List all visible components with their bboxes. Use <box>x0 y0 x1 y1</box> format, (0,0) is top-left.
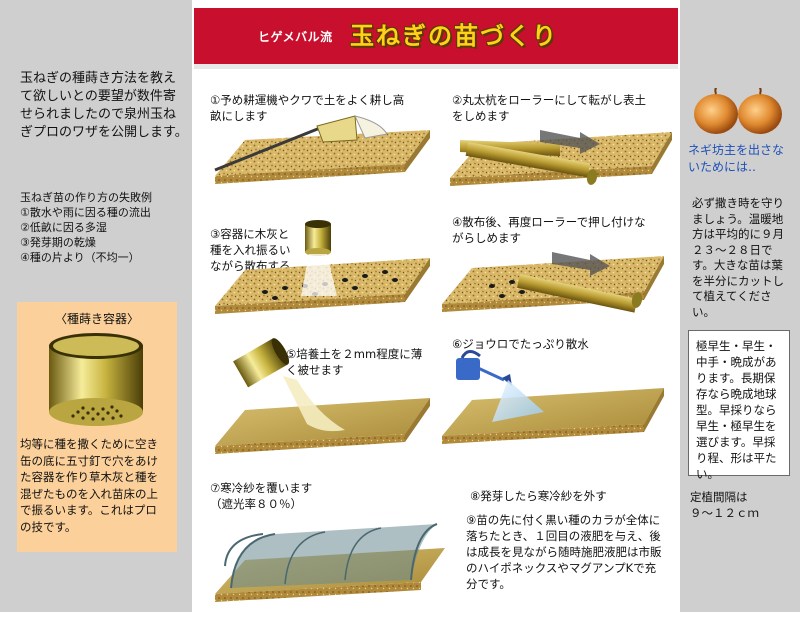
page-title: 玉ねぎの苗づくり <box>350 22 558 50</box>
onion-bolting-heading: ネギ坊主を出さないためには‥ <box>688 143 785 174</box>
failure-list: 玉ねぎ苗の作り方の失敗例 ①散水や雨に因る種の流出 ②低畝に因る多湿 ③発芽期の… <box>20 190 190 265</box>
step-1-text: ①予め耕運機やクワで土をよく耕し高畝にします <box>210 93 405 123</box>
step-3-text: ③容器に木灰と種を入れ振るいながら散布する <box>210 227 291 273</box>
step-8-text: ⑧発芽したら寒冷紗を外す <box>470 489 607 503</box>
spacing-label: 定植間隔は <box>690 490 748 504</box>
intro-text: 玉ねぎの種蒔き方法を教えて欲しいとの要望が数件寄せられましたので泉州玉ねぎプロの… <box>20 71 188 140</box>
failure-item: ③発芽期の乾燥 <box>20 236 96 249</box>
perforated-can-illustration <box>49 333 143 426</box>
variety-info-box <box>688 330 790 476</box>
step-7-text: ⑦寒冷紗を覆います （遮光率８０％） <box>210 480 350 512</box>
step-1-illustration <box>214 115 430 184</box>
step-6-illustration <box>442 350 664 444</box>
step-7-line2: （遮光率８０％） <box>210 497 302 511</box>
sowing-time-note: 必ず撒き時を守りましょう。温暖地方は平均的に９月２３～２８日です。大きな苗は葉を… <box>692 196 784 319</box>
header-underline <box>194 64 678 69</box>
step-6-text: ⑥ジョウロでたっぷり散水 <box>452 337 589 351</box>
step-5-illustration <box>215 338 430 454</box>
step-2-text: ②丸太杭をローラーにして転がし表土をしめます <box>452 93 646 123</box>
variety-info-text: 極早生・早生・中手・晩成があります。長期保存なら晩成地球型。早採りなら早生・極早… <box>696 339 777 481</box>
header-subtitle: ヒゲメバル流 <box>258 30 333 44</box>
bottom-strip <box>0 612 800 635</box>
step-4-text: ④散布後、再度ローラーで押し付けながらしめます <box>452 215 646 245</box>
onion-illustration <box>694 88 782 134</box>
container-description: 均等に種を撒くために空き缶の底に五寸釘で穴をあけた容器を作り草木灰と種を混ぜたも… <box>20 437 158 534</box>
step-7-illustration <box>215 523 445 602</box>
spacing-value: ９～１２ｃｍ <box>690 505 759 520</box>
step-3-illustration <box>215 220 430 314</box>
header-banner <box>194 8 678 64</box>
step-9-text: ⑨苗の先に付く黒い種のカラが全体に落ちたとき、１回目の液肥を与え、後は成長を見な… <box>466 513 662 591</box>
step-2-illustration <box>450 130 672 186</box>
failure-item: ②低畝に因る多湿 <box>20 221 107 234</box>
step-5-text: ⑤培養土を２mm程度に薄く被せます <box>286 347 423 377</box>
container-title: 〈種蒔き容器〉 <box>54 312 139 326</box>
failure-item: ①散水や雨に因る種の流出 <box>20 206 151 219</box>
step-4-illustration <box>442 252 664 313</box>
step-7-line1: ⑦寒冷紗を覆います <box>210 481 313 495</box>
failure-heading: 玉ねぎ苗の作り方の失敗例 <box>20 191 152 204</box>
failure-item: ④種の片より（不均一） <box>20 251 140 264</box>
planting-spacing: 定植間隔は ９～１２ｃｍ <box>690 490 790 521</box>
